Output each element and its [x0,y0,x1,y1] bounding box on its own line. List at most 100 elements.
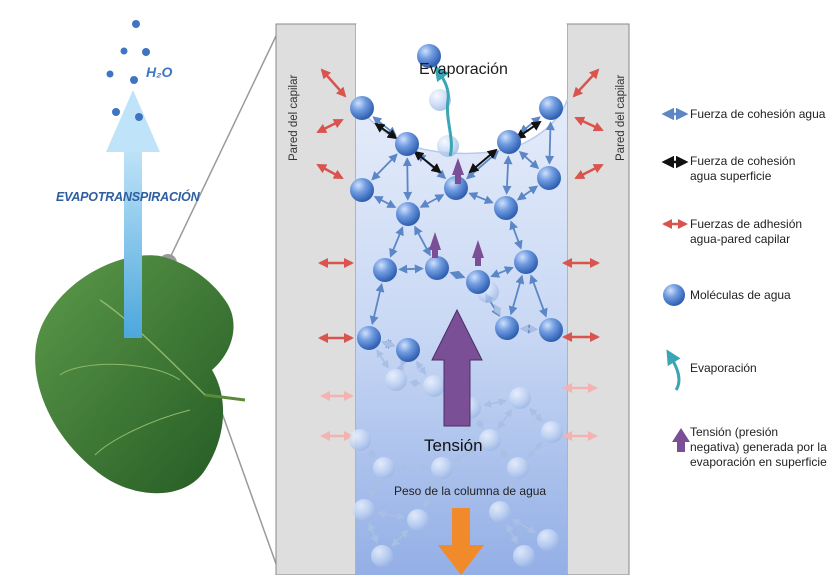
legend-item-molecules: Moléculas de agua [690,288,791,302]
water-molecule [350,178,374,202]
cohesion-arrow [409,378,421,388]
legend-item-tension: Tensión (presión negativa) generada por … [690,425,827,469]
water-molecule [497,130,521,154]
water-molecule [514,250,538,274]
water-molecule [444,176,468,200]
legend-item-evaporation: Evaporación [690,361,757,375]
water-molecule [396,202,420,226]
water-molecule [357,326,381,350]
cohesion-arrow [376,349,389,369]
evaporation-label: Evaporación [419,61,508,78]
cohesion-arrow [415,360,427,376]
water-molecule-faded [541,421,563,443]
cohesion-arrow [529,274,548,318]
cohesion-arrow [529,407,543,423]
legend-item-cohesion: Fuerza de cohesión agua [690,107,826,121]
vapor-dots [106,20,150,121]
water-molecule-faded [489,501,511,523]
cohesion-arrow [520,324,538,334]
water-molecule-faded [537,529,559,551]
capillary-tube [275,23,630,575]
water-molecule [395,132,419,156]
water-molecules-faded [349,281,563,567]
adhesion-arrows [316,68,604,343]
water-molecule [350,96,374,120]
water-molecule-faded [373,457,395,479]
cohesion-arrow [508,274,525,316]
cohesion-arrow [371,153,398,181]
capillary-wall-left-label: Pared del capilar [288,74,300,161]
water-molecule-faded [371,545,393,567]
cohesion-arrow [396,358,408,372]
cohesion-arrow [504,480,514,500]
water-molecule [539,318,563,342]
legend-item-surface-cohesion: Fuerza de cohesión agua superficie [690,154,796,183]
cohesion-arrow [423,480,437,508]
cohesion-arrow [516,185,539,201]
cohesion-arrow [367,449,377,459]
water-molecule [494,196,518,220]
evaporating-molecules [417,44,459,157]
water-molecule-icon [663,284,685,306]
cohesion-arrow [453,446,479,462]
cohesion-arrow [377,509,405,521]
cohesion-arrow [511,518,537,534]
water-molecule-faded [431,457,453,479]
cohesion-arrow [449,270,466,280]
cohesion-arrow [414,225,431,257]
water-molecule-faded [479,429,501,451]
tension-arrows [429,158,484,427]
water-molecule [537,166,561,190]
capillary-wall-right-label: Pared del capilar [615,74,627,161]
cohesion-arrow [497,408,513,430]
cohesion-arrow [509,220,523,250]
cohesion-arrow [483,398,507,408]
cohesion-arrow [369,480,379,498]
cohesion-arrow [468,192,494,204]
cohesion-arrow [368,522,378,544]
leaf-illustration [35,255,246,494]
cohesion-arrow [369,282,385,326]
cohesion-arrow [398,264,424,274]
cohesion-arrow [502,155,513,195]
water-molecule-faded [353,499,375,521]
water-column-weight-label: Peso de la columna de agua [394,484,547,498]
cohesion-arrow [419,194,445,208]
cohesion-arrow [373,196,397,208]
tension-label: Tensión [424,436,483,455]
cohesion-arrow [518,150,540,170]
water-molecule [425,256,449,280]
surface-cohesion-arrows [374,120,542,174]
water-molecule-faded [407,509,429,531]
legend-icons [661,107,690,452]
water-molecule [539,96,563,120]
water-molecule-faded [513,545,535,567]
cohesion-arrow [545,121,555,165]
cohesion-arrow [499,449,509,459]
water-molecules [350,96,563,362]
water-molecule-faded [509,387,531,409]
cohesion-arrow [527,441,543,459]
cohesion-arrow [402,157,413,201]
weight-arrow-icon [438,508,484,575]
purple-up-arrow-icon [672,428,690,452]
cohesion-arrow [391,529,409,547]
adhesion-arrows-faded [320,383,598,441]
water-molecule [396,338,420,362]
water-molecule [466,270,490,294]
cohesion-arrow [389,226,404,258]
water-molecule-faded [385,369,407,391]
water-molecule-faded [507,457,529,479]
cohesion-arrow [493,303,502,317]
water-molecule [495,316,519,340]
cohesion-arrow [490,266,514,278]
h2o-label: H₂O [146,64,173,80]
cohesion-arrow [475,419,485,429]
water-molecule-faded [423,375,445,397]
evaporation-arrow-icon [666,349,681,391]
cohesion-arrow [381,339,396,349]
water-molecule-faded [349,429,371,451]
cohesion-arrow [506,523,518,545]
water-molecule [373,258,397,282]
